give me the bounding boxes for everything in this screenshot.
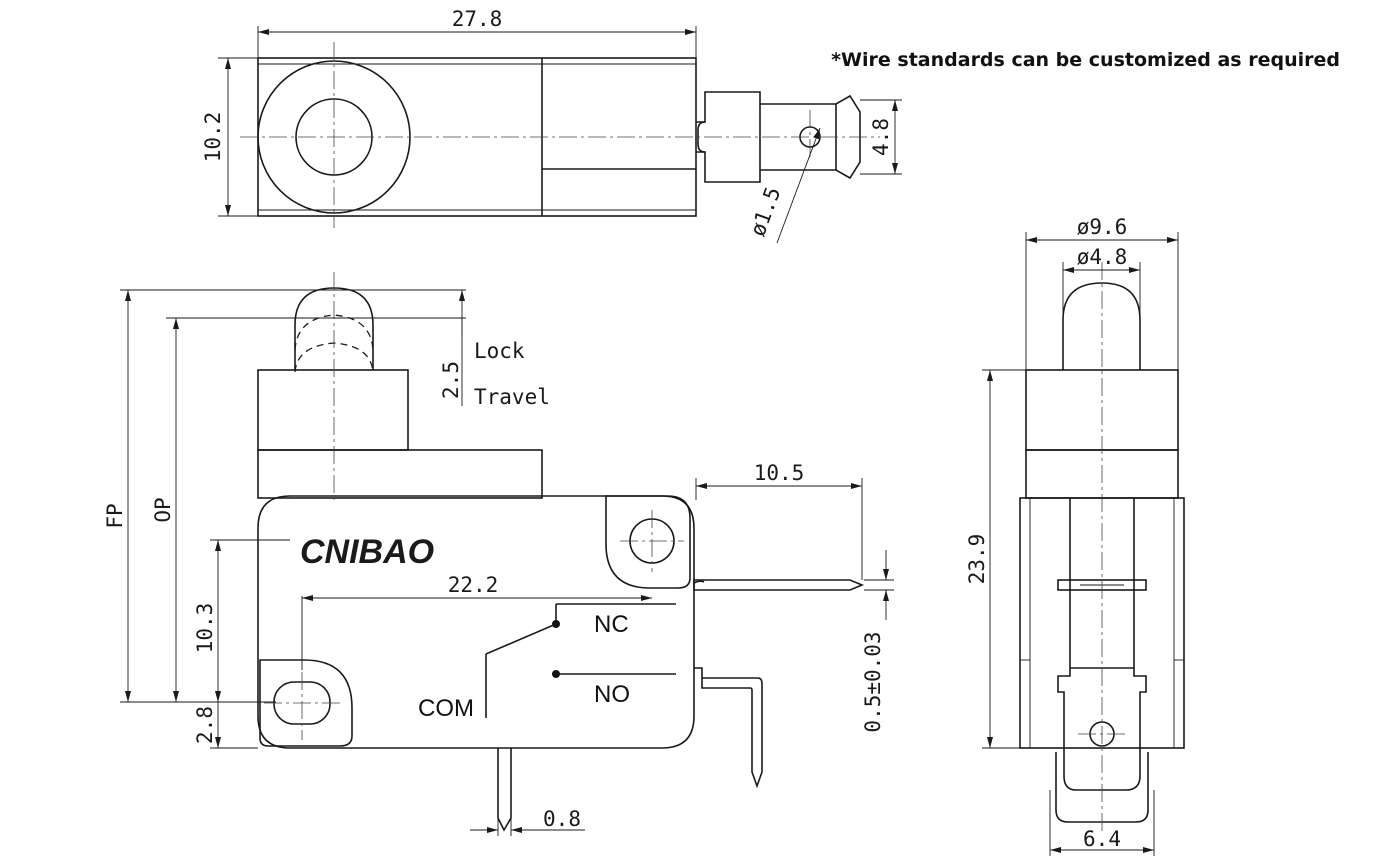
front-view: NC NO COM CNIBAO FP OP 2.5 Lock Travel 1…: [103, 272, 894, 836]
dim-hole: ø1.5: [745, 184, 785, 240]
dim-dia-96: ø9.6: [1077, 215, 1128, 239]
dim-28: 2.8: [193, 706, 217, 744]
wire-note: *Wire standards can be customized as req…: [831, 49, 1340, 71]
dim-fp: FP: [103, 503, 127, 528]
brand-logo: CNIBAO: [300, 533, 434, 571]
top-view: 27.8 10.2 4.8 ø1.5: [201, 7, 902, 244]
com-label: COM: [418, 695, 474, 722]
dim-length: 27.8: [452, 7, 503, 31]
dim-dia-48: ø4.8: [1077, 245, 1128, 269]
dim-tab-width: 4.8: [869, 118, 893, 156]
dim-op: OP: [151, 497, 175, 522]
dim-222: 22.2: [448, 573, 499, 597]
travel-label: Travel: [474, 385, 550, 409]
lock-label: Lock: [474, 339, 525, 363]
dim-travel: 2.5: [439, 361, 463, 399]
side-view: ø9.6 ø4.8 23.9 6.4: [965, 215, 1185, 856]
dim-239: 23.9: [965, 534, 989, 585]
dim-105: 10.5: [754, 461, 805, 485]
dim-103: 10.3: [193, 603, 217, 654]
dim-08: 0.8: [543, 807, 581, 831]
dim-tab-thk: 0.5±0.03: [861, 631, 885, 732]
dim-height: 10.2: [201, 112, 225, 163]
nc-label: NC: [594, 611, 629, 638]
no-label: NO: [594, 681, 630, 708]
dim-64: 6.4: [1083, 827, 1121, 851]
